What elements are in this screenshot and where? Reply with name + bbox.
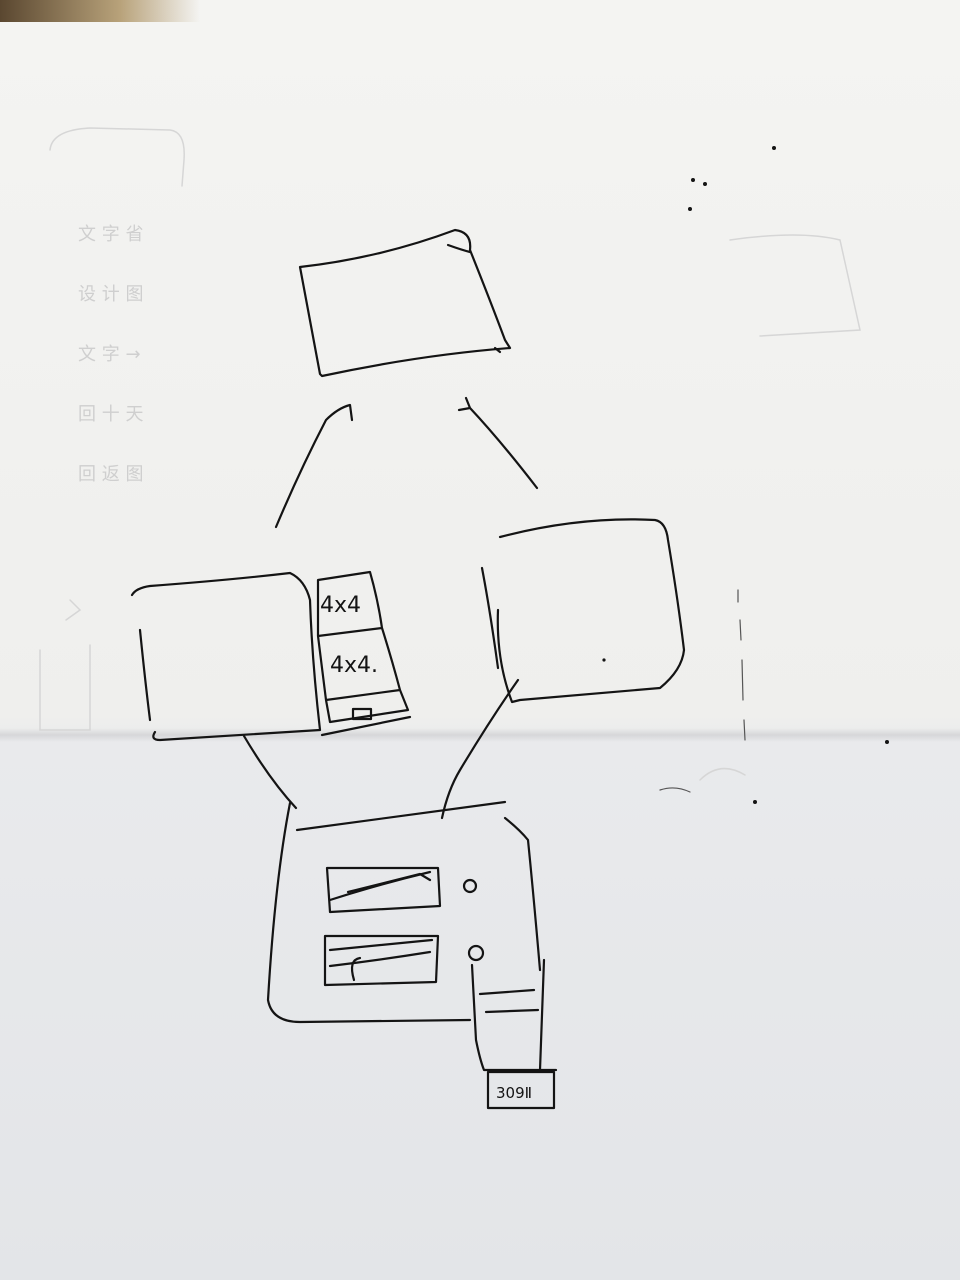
module-stack (316, 570, 412, 737)
right-arrow-up (457, 396, 539, 490)
right-connector (440, 678, 520, 820)
left-box (130, 571, 322, 742)
slider-row-2 (323, 934, 485, 987)
top-box (298, 228, 512, 378)
bottom-box (266, 800, 542, 1024)
left-arrow-up (274, 403, 354, 529)
svg-text:设 计 图: 设 计 图 (78, 284, 143, 305)
module-label-2: 4x4. (330, 653, 378, 678)
slider-row-1 (325, 866, 478, 914)
ink-specks (688, 146, 889, 804)
stray-marks (659, 589, 746, 793)
left-connector (242, 734, 298, 810)
svg-text:文 字 省: 文 字 省 (78, 224, 143, 245)
paper-fold-crease (0, 728, 960, 742)
module-label-1: 4x4 (320, 593, 361, 618)
svg-text:文 字 →: 文 字 → (78, 344, 141, 365)
tag-box (486, 1070, 556, 1110)
bleed-through-marks: 文 字 省 设 计 图 文 字 → 回 十 天 回 返 图 (39, 127, 861, 781)
svg-text:回 返 图: 回 返 图 (78, 464, 143, 485)
table-edge (0, 0, 200, 22)
pull-out-panel (470, 958, 558, 1072)
module-slot (351, 707, 373, 721)
svg-text:回 十 天: 回 十 天 (78, 404, 143, 425)
tag-label: 309Ⅱ (496, 1084, 532, 1102)
right-box (480, 518, 686, 704)
